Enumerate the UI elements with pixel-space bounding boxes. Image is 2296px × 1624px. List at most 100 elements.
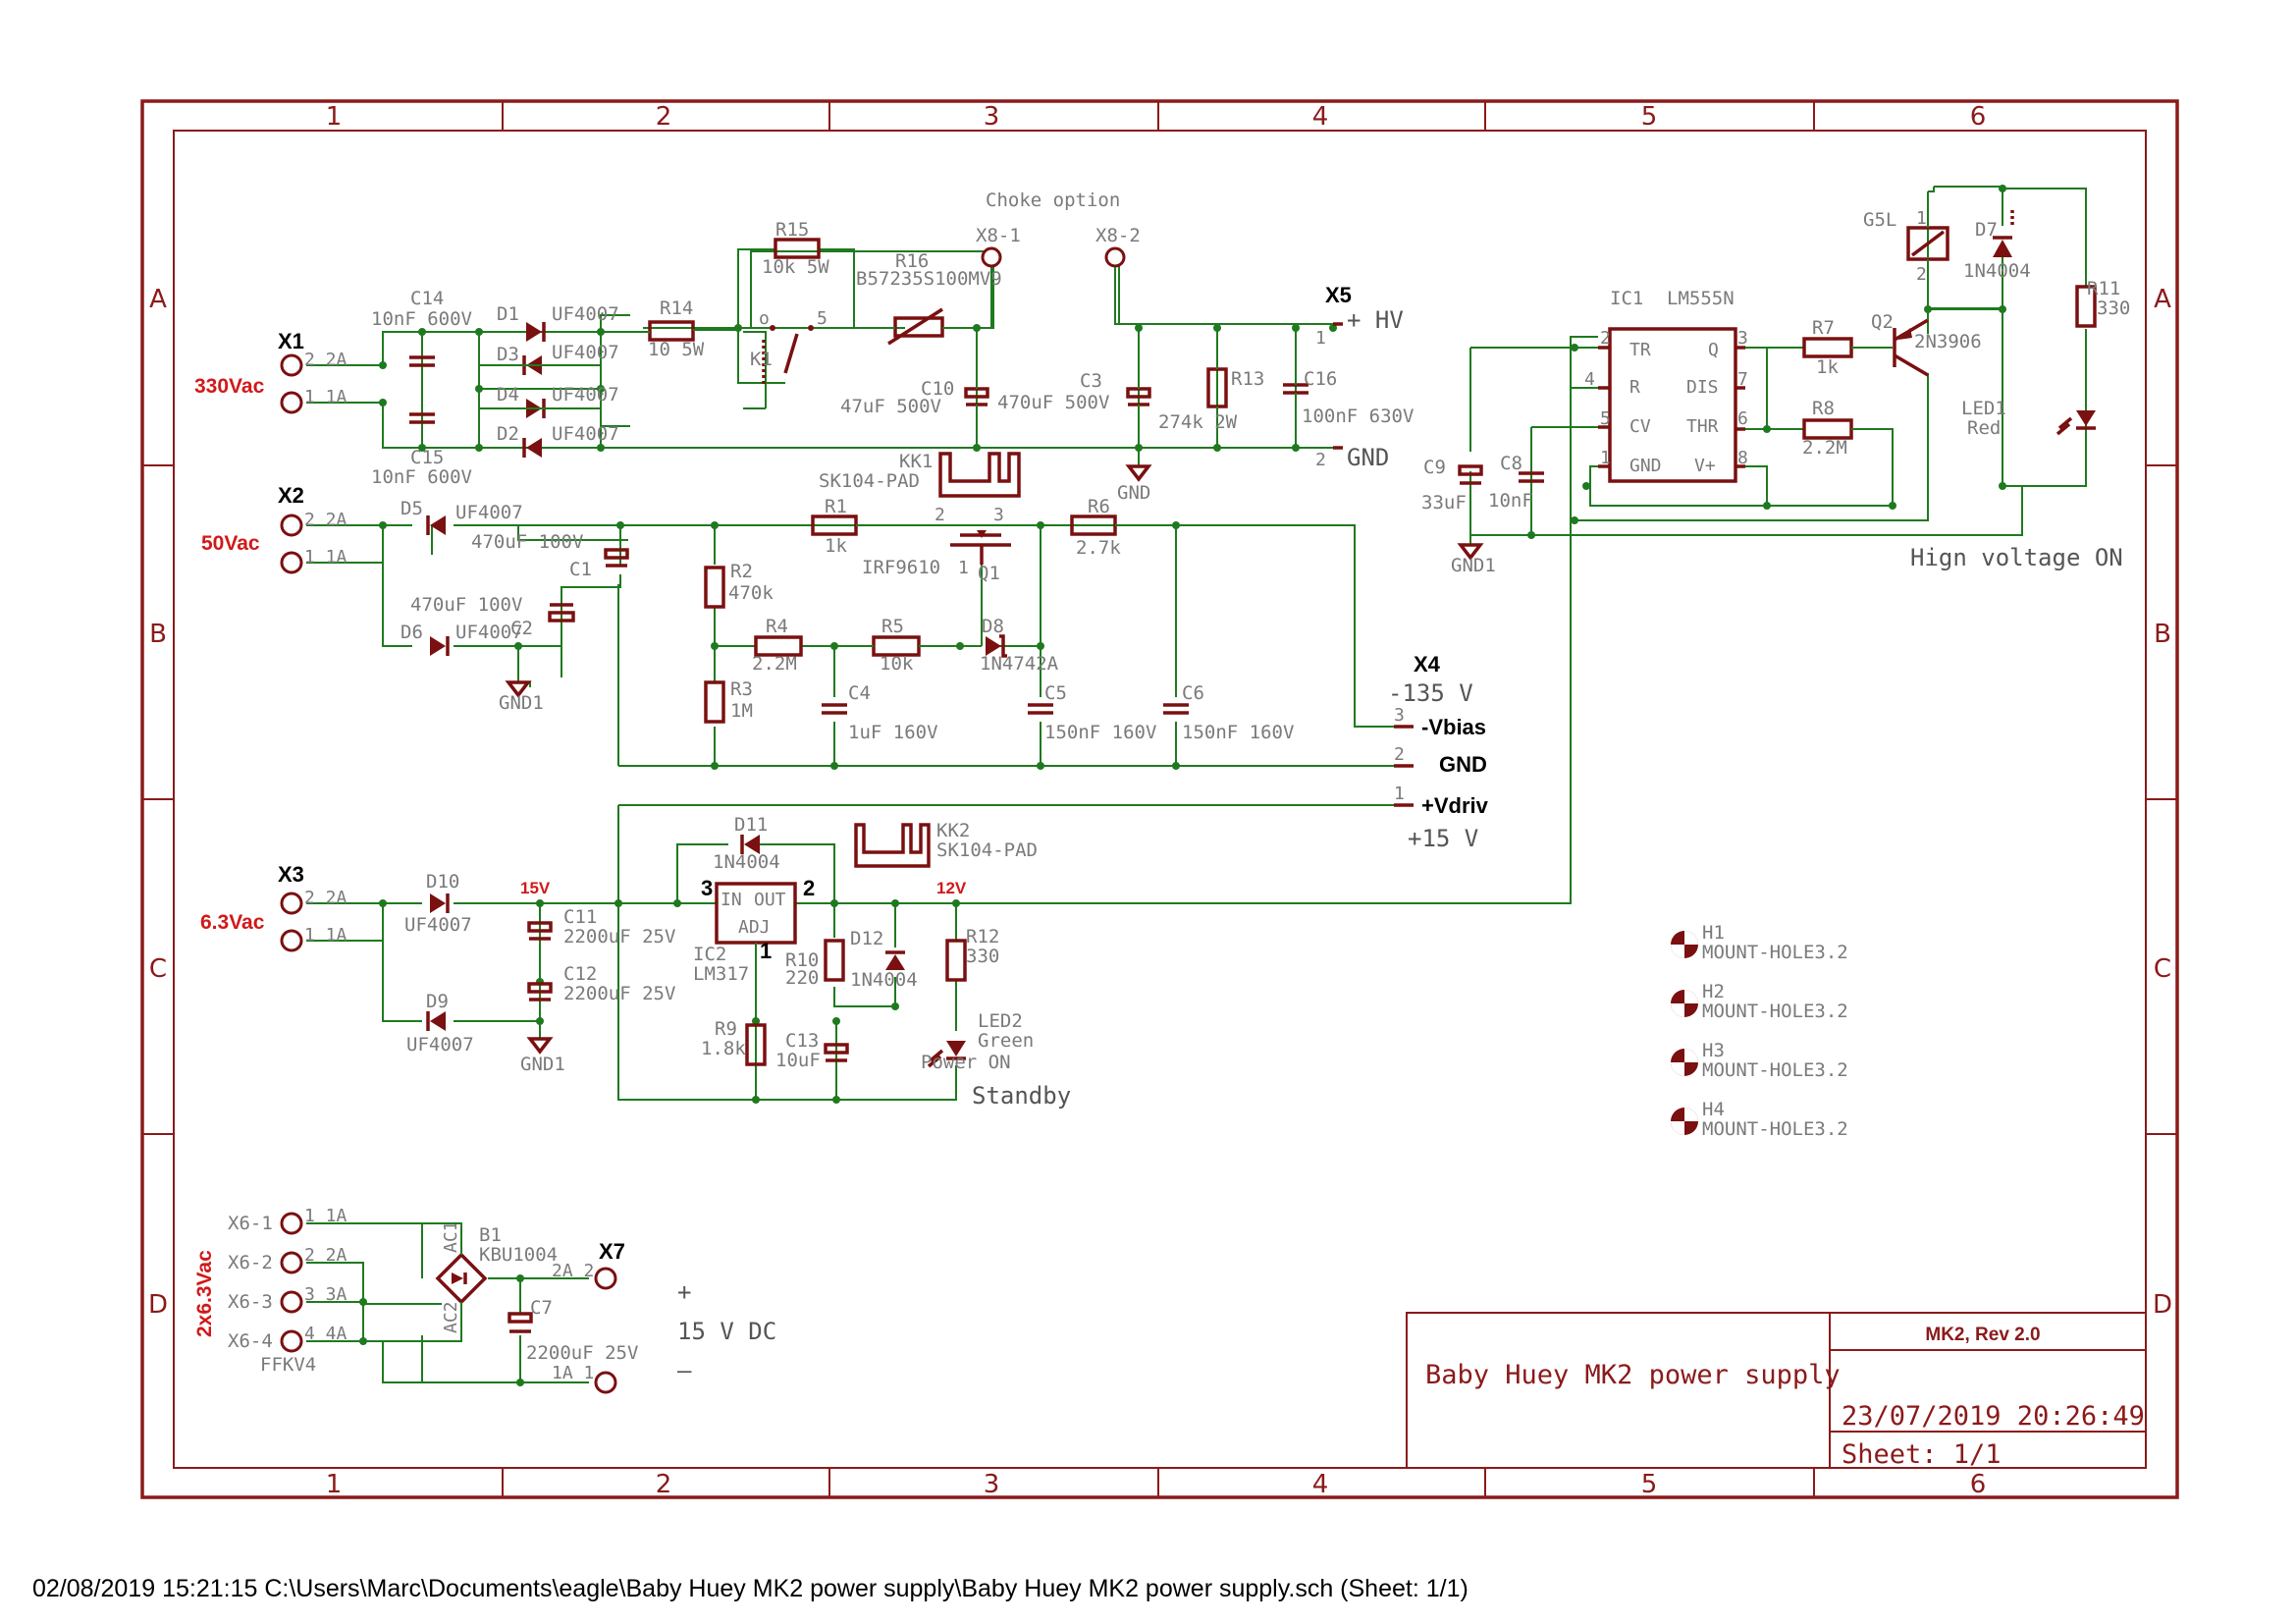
c12-value: 2200uF 25V	[563, 983, 675, 1004]
b1-ref: B1	[479, 1224, 502, 1246]
ic1-q-pin: Q	[1708, 340, 1719, 360]
r15-value: 10k 5W	[762, 256, 829, 278]
led2-value: Power ON	[921, 1052, 1011, 1073]
d10-value: UF4007	[404, 914, 472, 936]
c7-value: 2200uF 25V	[526, 1342, 638, 1364]
ic1-pin-number: 5	[1600, 408, 1611, 429]
capacitor-c14	[409, 355, 435, 367]
x5-label: X5	[1325, 283, 1352, 307]
c10-ref: C10	[921, 378, 954, 400]
c7-ref: C7	[530, 1297, 553, 1319]
d6-ref: D6	[400, 622, 423, 643]
kk2-ref: KK2	[936, 820, 970, 841]
q2-ref: Q2	[1871, 311, 1894, 333]
zener-d8	[986, 634, 1007, 658]
choke-option-label: Choke option	[986, 189, 1120, 211]
c4-value: 1uF 160V	[848, 722, 938, 743]
ic2-pin-number: 2	[803, 876, 815, 900]
ic2-out-pin: OUT	[754, 890, 786, 910]
ic1-pin-number: 8	[1737, 448, 1748, 468]
gnd1-label: GND1	[499, 692, 544, 714]
k1-pin: o	[759, 308, 770, 329]
r5-value: 10k	[880, 653, 914, 675]
d6-value: UF4007	[455, 622, 523, 643]
ground-symbol	[505, 680, 532, 698]
x2-label: X2	[278, 483, 304, 508]
x6-pin-label: 3 3A	[304, 1284, 347, 1305]
mount-hole-h1	[1671, 931, 1698, 958]
mosfet-q1	[950, 530, 1011, 565]
kk2-value: SK104-PAD	[936, 839, 1038, 861]
capacitor-c13	[824, 1043, 849, 1062]
d5-ref: D5	[400, 498, 423, 519]
x2-pin-label: 2 2A	[304, 510, 347, 530]
r4-ref: R4	[766, 616, 788, 637]
x1-label: X1	[278, 329, 304, 353]
v15-label: 15V	[520, 879, 551, 897]
diode-d6	[430, 636, 450, 656]
k1-pin: 5	[817, 308, 828, 329]
timer-relay-section: IC1 LM555N TR Q R DIS CV THR GND V+ 2 4 …	[1421, 185, 2130, 903]
d4-value: UF4007	[552, 384, 619, 406]
vbias-label: -Vbias	[1421, 715, 1486, 739]
diode-d9	[426, 1011, 446, 1031]
k1-ref: K1	[750, 349, 773, 370]
r10-ref: R10	[785, 949, 819, 971]
sheet-text: Sheet: 1/1	[1842, 1439, 2002, 1470]
x2-terminal-2	[280, 514, 303, 537]
diode-d11	[740, 835, 760, 854]
title-text: Baby Huey MK2 power supply	[1425, 1360, 1841, 1390]
c2-value: 470uF 100V	[410, 594, 522, 616]
ic1-pin-number: 4	[1584, 369, 1595, 390]
d8-ref: D8	[982, 616, 1004, 637]
r2-value: 470k	[728, 582, 774, 604]
row-label: A	[149, 285, 167, 314]
transistor-q2	[1893, 318, 1929, 377]
d11-value: 1N4004	[713, 851, 780, 873]
kk1-ref: KK1	[899, 451, 933, 472]
high-voltage-on-label: Hign voltage ON	[1910, 544, 2123, 571]
ic2-pin-number: 1	[760, 939, 772, 963]
x6-2-terminal	[280, 1251, 303, 1274]
x2-terminal-1	[280, 551, 303, 574]
ic1-pin-number: 2	[1600, 328, 1611, 349]
diode-d2	[522, 438, 542, 458]
mount-hole-h3	[1671, 1049, 1698, 1076]
x7-terminal-1	[594, 1371, 617, 1394]
vbias-value: -135 V	[1388, 679, 1473, 707]
capacitor-c4	[822, 703, 847, 715]
d8-value: 1N4742A	[980, 653, 1059, 675]
col-label: 3	[984, 102, 1000, 132]
x4-pin-number: 2	[1394, 744, 1405, 765]
x3-voltage: 6.3Vac	[200, 911, 265, 934]
col-label: 6	[1970, 102, 1987, 132]
q2-value: 2N3906	[1914, 331, 1982, 352]
gnd1-label: GND1	[1451, 555, 1496, 576]
x6-voltage: 2x6.3Vac	[193, 1250, 216, 1337]
d2-ref: D2	[497, 423, 519, 445]
diode-d12	[885, 950, 905, 970]
r5-ref: R5	[881, 616, 904, 637]
dc-supply-section: X6-1 X6-2 X6-3 X6-4 FFKV4 1 1A 2 2A 3 3A…	[193, 1206, 776, 1394]
c16-ref: C16	[1304, 368, 1337, 390]
heatsink-kk2	[854, 823, 931, 868]
h4-value: MOUNT-HOLE3.2	[1702, 1118, 1848, 1140]
ic1-dis-pin: DIS	[1686, 377, 1719, 398]
capacitor-c8	[1519, 471, 1544, 483]
resistor-r9	[745, 1023, 767, 1066]
gnd-label: GND	[1117, 482, 1150, 504]
x5-pin-number: 2	[1315, 450, 1326, 470]
q1-pin: 3	[993, 505, 1004, 525]
r1-value: 1k	[825, 535, 847, 557]
resistor-r11	[2075, 285, 2097, 328]
title-block: MK2, Rev 2.0 Baby Huey MK2 power supply …	[1406, 1312, 2147, 1470]
x6-1-terminal	[280, 1212, 303, 1235]
r6-value: 2.7k	[1076, 537, 1121, 559]
bridge-rectifier-b1	[435, 1252, 488, 1305]
x2-voltage: 50Vac	[201, 532, 260, 555]
r2-ref: R2	[730, 561, 753, 582]
resistor-r10	[824, 939, 845, 982]
x3-pin-label: 2 2A	[304, 888, 347, 908]
col-label: 4	[1312, 1470, 1329, 1499]
